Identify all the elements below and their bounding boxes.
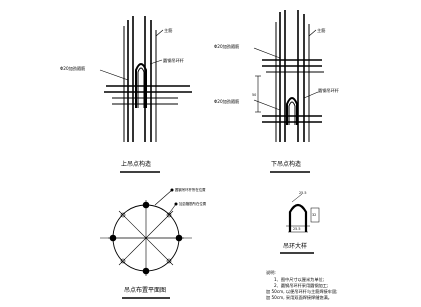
- plan-label-stiffener-position: 加劲箍筋所在位置: [179, 201, 207, 206]
- hanger-marker: [142, 267, 150, 275]
- upper-label-stiffener: Φ20加劲箍筋: [60, 65, 85, 72]
- lower-label-hanger: 圆钢吊环杆: [318, 87, 340, 94]
- stiffener-marker: [166, 258, 172, 264]
- lifting-point-plan-view: 圆钢吊环杆所在位置 加劲箍筋所在位置 吊点布置平面图: [100, 187, 207, 299]
- lower-dimension: 50: [252, 93, 256, 97]
- lower-label-stiffener-2: Φ20加劲箍筋: [214, 98, 239, 105]
- stiffener-marker: [120, 212, 126, 218]
- ring-dim-right: 32: [312, 213, 316, 217]
- notes-block: 说明: 1、图中尺寸以厘米为单位; 2、圆钢吊环杆采用圆钢加工; 加 50cm,…: [266, 269, 338, 301]
- ring-dim-top: 25.5: [299, 191, 307, 195]
- lower-caption: 下吊点构造: [271, 160, 301, 168]
- hanger-ring-detail: 25.5 32 25.5 吊环大样: [280, 191, 320, 254]
- lower-label-main-bar: 主筋: [317, 27, 325, 34]
- hanger-marker: [175, 234, 183, 242]
- note-line-1: 1、图中尺寸以厘米为单位;: [274, 276, 324, 283]
- upper-label-main-bar: 主筋: [164, 27, 172, 34]
- upper-lifting-point-detail: 主筋 Φ20加劲箍筋 圆钢吊环杆 上吊点构造: [60, 16, 192, 173]
- lower-label-stiffener-1: Φ20加劲箍筋: [214, 43, 239, 50]
- notes-title: 说明:: [266, 269, 276, 276]
- hanger-marker: [109, 234, 117, 242]
- plan-caption: 吊点布置平面图: [124, 286, 166, 294]
- note-line-4: 加 50cm, 采用双面焊接焊缝饱满。: [266, 294, 332, 301]
- ring-dim-bottom: 25.5: [293, 227, 301, 231]
- ring-caption: 吊环大样: [283, 242, 307, 250]
- note-line-2: 2、圆钢吊环杆采用圆钢加工;: [274, 282, 328, 289]
- note-line-3: 加 50cm, 以便吊环杆与主筋焊接牢固;: [266, 288, 338, 295]
- hanger-marker: [142, 201, 150, 209]
- stiffener-marker: [166, 212, 172, 218]
- lower-lifting-point-detail: 50 主筋 Φ20加劲箍筋 Φ20加劲箍筋 圆钢吊环杆 下吊点构造: [214, 10, 340, 173]
- stiffener-marker: [120, 258, 126, 264]
- upper-caption: 上吊点构造: [121, 160, 151, 168]
- upper-label-hanger: 圆钢吊环杆: [163, 57, 185, 64]
- plan-label-hanger-position: 圆钢吊环杆所在位置: [175, 187, 206, 192]
